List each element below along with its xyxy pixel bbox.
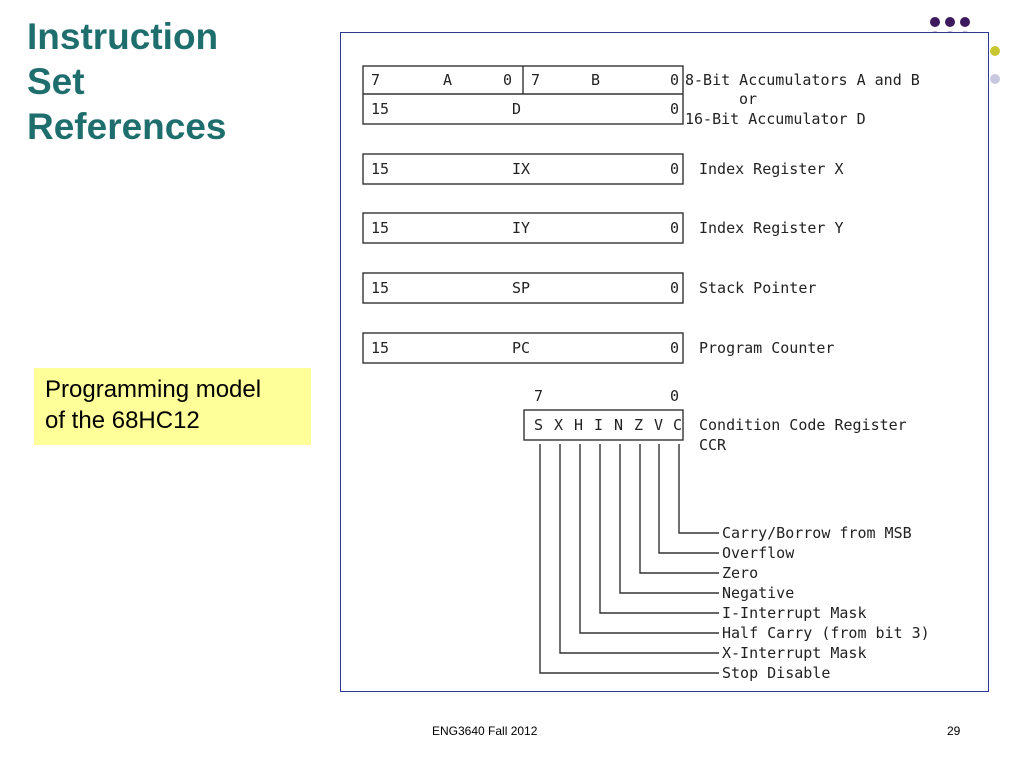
ix-description: Index Register X [699,160,844,178]
ix-name: IX [512,160,530,178]
ccr-bit-n: N [614,416,623,434]
register-box-iy [362,212,684,244]
pc-name: PC [512,339,530,357]
b-high-bit: 7 [531,71,540,89]
callout-line-2: of the 68HC12 [45,407,200,434]
ccr-desc-x-interrupt: X-Interrupt Mask [722,644,867,662]
bit-line-h [579,444,719,634]
bit-line-v [658,444,719,554]
ccr-desc-zero: Zero [722,564,758,582]
ccr-desc-negative: Negative [722,584,794,602]
programming-model-diagram: 7 A 0 7 B 0 15 D 0 8-Bit Accumulators A … [340,32,989,692]
register-diagram-svg: 7 A 0 7 B 0 15 D 0 8-Bit Accumulators A … [362,65,930,682]
d-low-bit: 0 [670,100,679,118]
ix-high-bit: 15 [371,160,389,178]
ccr-bit-c: C [673,416,682,434]
pc-high-bit: 15 [371,339,389,357]
ccr-desc-overflow: Overflow [722,544,795,562]
ccr-desc-carry: Carry/Borrow from MSB [722,524,912,542]
footer-course: ENG3640 Fall 2012 [432,724,538,738]
d-high-bit: 15 [371,100,389,118]
bit-line-n [619,444,719,594]
accumulator-label-2: or [739,90,757,108]
accumulator-label-1: 8-Bit Accumulators A and B [685,71,920,89]
register-box-pc [362,332,684,364]
a-low-bit: 0 [503,71,512,89]
bit-line-z [639,444,719,574]
title-line-3: References [27,106,227,147]
title-line-2: Set [27,61,85,102]
ccr-bit-z: Z [634,416,643,434]
slide-title: Instruction Set References [27,14,267,149]
pc-description: Program Counter [699,339,834,357]
iy-description: Index Register Y [699,219,844,237]
ccr-bit-s: S [534,416,543,434]
sp-low-bit: 0 [670,279,679,297]
sp-description: Stack Pointer [699,279,816,297]
ccr-label-1: Condition Code Register [699,416,907,434]
sp-high-bit: 15 [371,279,389,297]
ccr-high-bit: 7 [534,387,543,405]
bit-line-x [559,444,719,654]
callout-box: Programming model of the 68HC12 [34,368,311,445]
b-low-bit: 0 [670,71,679,89]
ccr-bit-v: V [654,416,663,434]
a-name: A [443,71,452,89]
ccr-low-bit: 0 [670,387,679,405]
iy-name: IY [512,219,530,237]
d-name: D [512,100,521,118]
bit-line-s [539,444,719,674]
slide-number: 29 [947,724,961,738]
register-box-ix [362,153,684,185]
ccr-desc-stop-disable: Stop Disable [722,664,830,682]
ccr-label-2: CCR [699,436,727,454]
iy-high-bit: 15 [371,219,389,237]
bit-line-c [678,444,719,534]
ix-low-bit: 0 [670,160,679,178]
register-box-sp [362,272,684,304]
bit-line-i [599,444,719,614]
pc-low-bit: 0 [670,339,679,357]
ccr-bit-i: I [594,416,603,434]
ccr-bit-h: H [574,416,583,434]
b-name: B [591,71,600,89]
a-high-bit: 7 [371,71,380,89]
ccr-bit-x: X [554,416,563,434]
ccr-desc-i-interrupt: I-Interrupt Mask [722,604,867,622]
sp-name: SP [512,279,530,297]
ccr-box [523,409,684,441]
callout-line-1: Programming model [45,376,262,403]
accumulator-label-3: 16-Bit Accumulator D [685,110,866,128]
iy-low-bit: 0 [670,219,679,237]
title-line-1: Instruction [27,16,219,57]
ccr-desc-half-carry: Half Carry (from bit 3) [722,624,930,642]
